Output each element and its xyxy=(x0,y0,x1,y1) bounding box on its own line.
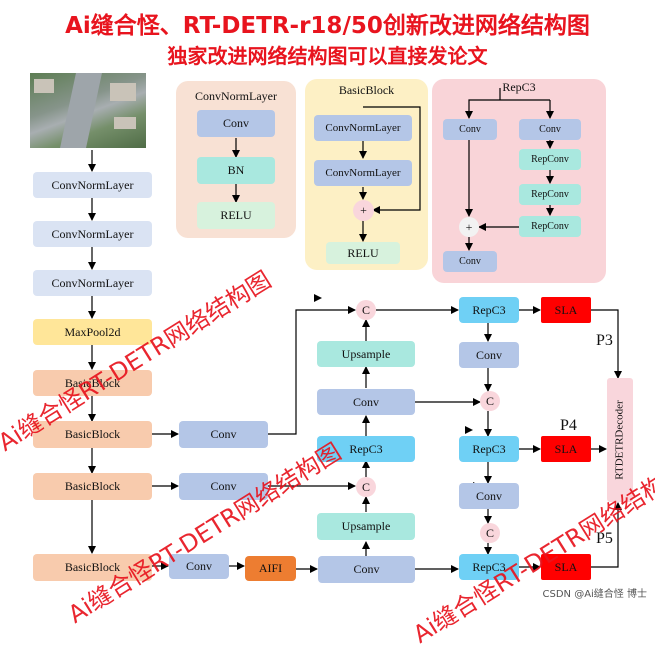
neck-concat-right-lower: C xyxy=(480,523,500,543)
neck-upsample-upper: Upsample xyxy=(317,341,415,367)
backbone-convnormlayer-2: ConvNormLayer xyxy=(33,221,152,247)
panel3-repconv-1: RepConv xyxy=(519,149,581,170)
neck-bottom-conv: Conv xyxy=(318,556,415,583)
neck-concat-upper: C xyxy=(356,300,376,320)
neck-conv-right-lower: Conv xyxy=(459,483,519,509)
sla-p4: SLA xyxy=(541,436,591,462)
neck-conv-right-upper: Conv xyxy=(459,342,519,368)
neck-repc3-p4: RepC3 xyxy=(459,436,519,462)
panel1-relu: RELU xyxy=(197,202,275,229)
panel1-bn: BN xyxy=(197,157,275,184)
panel2-add: + xyxy=(353,200,374,221)
panel3-add: + xyxy=(459,217,479,237)
rtdetr-decoder-label: RTDETRDecoder xyxy=(614,400,626,479)
neck-upsample-lower: Upsample xyxy=(317,513,415,540)
panel3-repconv-3: RepConv xyxy=(519,216,581,237)
sla-p3: SLA xyxy=(541,297,591,323)
lateral-conv-stage2: Conv xyxy=(179,421,268,448)
neck-conv-left: Conv xyxy=(317,389,415,415)
panel3-conv-out: Conv xyxy=(443,251,497,272)
backbone-convnormlayer-3: ConvNormLayer xyxy=(33,270,152,296)
panel3-repconv-2: RepConv xyxy=(519,184,581,205)
backbone-convnormlayer-1: ConvNormLayer xyxy=(33,172,152,198)
output-label-p3: P3 xyxy=(596,332,613,350)
panel2-convnormlayer-1: ConvNormLayer xyxy=(314,115,412,141)
panel2-relu: RELU xyxy=(326,242,400,264)
aifi-block: AIFI xyxy=(245,556,296,581)
neck-repc3-p3: RepC3 xyxy=(459,297,519,323)
panel3-conv-right: Conv xyxy=(519,119,581,140)
backbone-basicblock-3: BasicBlock xyxy=(33,473,152,500)
neck-concat-right-upper: C xyxy=(480,391,500,411)
panel2-convnormlayer-2: ConvNormLayer xyxy=(314,160,412,186)
neck-concat-lower: C xyxy=(356,477,376,497)
panel1-conv: Conv xyxy=(197,110,275,137)
output-label-p4: P4 xyxy=(560,417,577,435)
panel3-conv-left: Conv xyxy=(443,119,497,140)
credit: CSDN @Ai缝合怪 博士 xyxy=(543,585,648,600)
